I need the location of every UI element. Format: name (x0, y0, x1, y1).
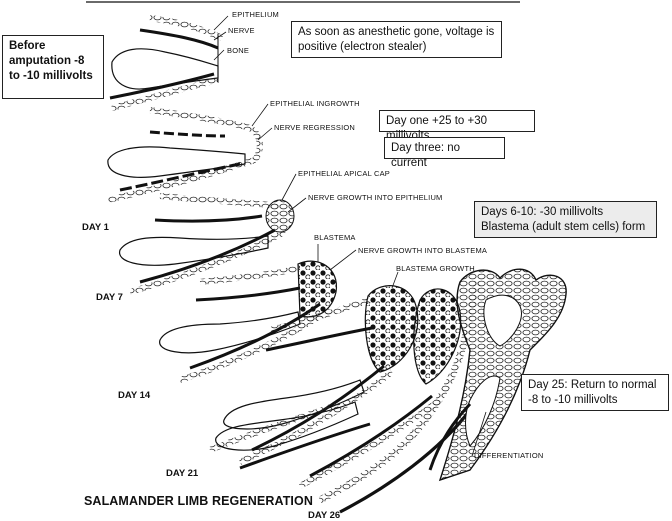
label-nerve-growth-into-epithelium: NERVE GROWTH INTO EPITHELIUM (308, 193, 443, 202)
label-differentiation: DIFFERENTIATION (474, 451, 544, 460)
label-epithelial-ingrowth: EPITHELIAL INGROWTH (270, 99, 360, 108)
annotation-days-6-10: Days 6-10: -30 millivolts Blastema (adul… (474, 201, 657, 238)
label-day-21: DAY 21 (166, 468, 199, 479)
annotation-day-three: Day three: no current (384, 137, 505, 169)
annotation-day-one: Day one +25 to +30 millivolts (379, 110, 535, 142)
figure-title: SALAMANDER LIMB REGENERATION (84, 494, 313, 508)
stage-ingrowth (107, 107, 263, 203)
annotation-days-6-10-line1: Days 6-10: -30 millivolts (481, 206, 604, 218)
label-epithelial-apical-cap: EPITHELIAL APICAL CAP (298, 169, 391, 178)
annotation-before-text: Before amputation -8 to -10 millivolts (9, 40, 93, 82)
stage-intact (109, 15, 224, 111)
label-nerve-regression: NERVE REGRESSION (274, 123, 355, 132)
stage-day26 (318, 268, 567, 514)
stage-day1 (119, 193, 295, 295)
label-blastema: BLASTEMA (314, 233, 356, 242)
label-nerve: NERVE (228, 26, 255, 35)
annotation-before-amputation: Before amputation -8 to -10 millivolts (2, 35, 104, 99)
label-day-26: DAY 26 (308, 510, 341, 521)
label-day-7: DAY 7 (96, 292, 123, 303)
label-blastema-growth: BLASTEMA GROWTH (396, 264, 475, 273)
annotation-day-25: Day 25: Return to normal -8 to -10 milli… (521, 374, 669, 411)
stage-day21 (208, 288, 462, 489)
annotation-anesthetic: As soon as anesthetic gone, voltage is p… (291, 21, 502, 58)
leader-lines (213, 15, 487, 457)
label-epithelium: EPITHELIUM (232, 10, 280, 19)
label-nerve-growth-into-blastema: NERVE GROWTH INTO BLASTEMA (358, 246, 488, 255)
annotation-day-25-line2: -8 to -10 millivolts (528, 394, 618, 406)
annotation-day-three-text: Day three: no current (391, 142, 461, 169)
annotation-anesthetic-text: As soon as anesthetic gone, voltage is p… (298, 26, 495, 53)
label-bone: BONE (227, 46, 250, 55)
annotation-day-25-line1: Day 25: Return to normal (528, 379, 657, 391)
label-day-14: DAY 14 (118, 390, 151, 401)
label-day-1: DAY 1 (82, 222, 109, 233)
stage-day14 (223, 285, 419, 465)
annotation-days-6-10-line2: Blastema (adult stem cells) form (481, 221, 646, 233)
